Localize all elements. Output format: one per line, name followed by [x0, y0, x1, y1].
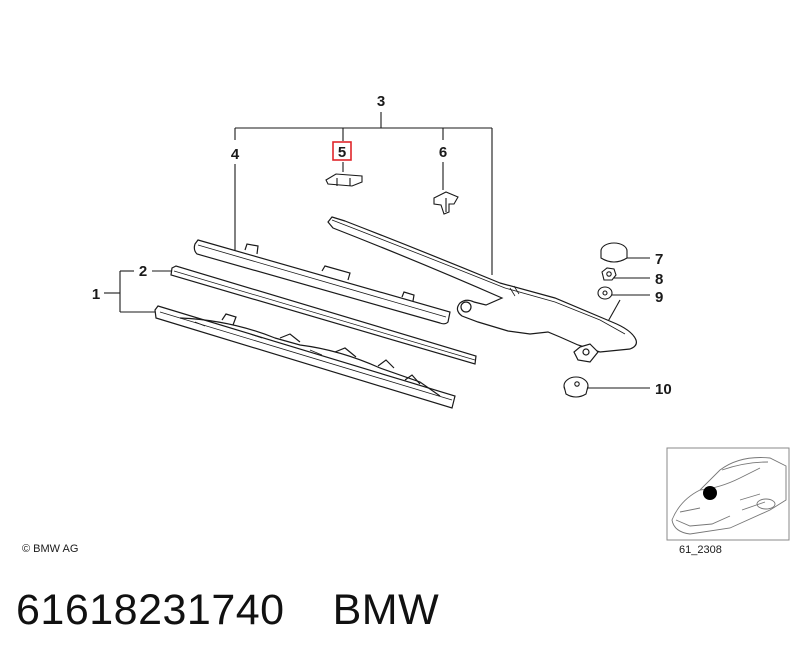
callout-9: 9 [655, 289, 663, 306]
callout-2: 2 [139, 263, 147, 280]
locator-inset: 61_2308 [666, 447, 790, 556]
washer-part-9 [597, 286, 613, 300]
location-marker [703, 486, 717, 500]
highlight-box [332, 141, 352, 161]
nut-part-8 [601, 267, 617, 281]
leader-lines [104, 112, 650, 389]
wiper-blade-assembly [154, 305, 456, 409]
cap-part-7 [600, 242, 628, 263]
brand-name: BMW [332, 586, 440, 634]
callout-7: 7 [655, 251, 663, 268]
callout-5[interactable]: 5 [338, 144, 346, 161]
part-number: 61618231740 [16, 586, 285, 634]
callout-10: 10 [655, 381, 672, 398]
grommet-part-10 [563, 376, 589, 398]
part-number-line: 61618231740 BMW [16, 586, 439, 635]
connector-part-6 [433, 191, 459, 215]
callout-3: 3 [377, 93, 385, 110]
callout-8: 8 [655, 271, 663, 288]
wiper-arm [327, 216, 637, 363]
copyright-text: © BMW AG [22, 543, 78, 555]
diagram-code: 61_2308 [679, 544, 722, 556]
callout-6: 6 [439, 144, 447, 161]
clip-part-5 [325, 173, 363, 187]
wiper-rubber [170, 265, 477, 365]
callout-1: 1 [92, 286, 100, 303]
callout-4: 4 [231, 146, 240, 163]
car-outline [671, 457, 787, 535]
wiper-blade-upper [193, 239, 451, 325]
